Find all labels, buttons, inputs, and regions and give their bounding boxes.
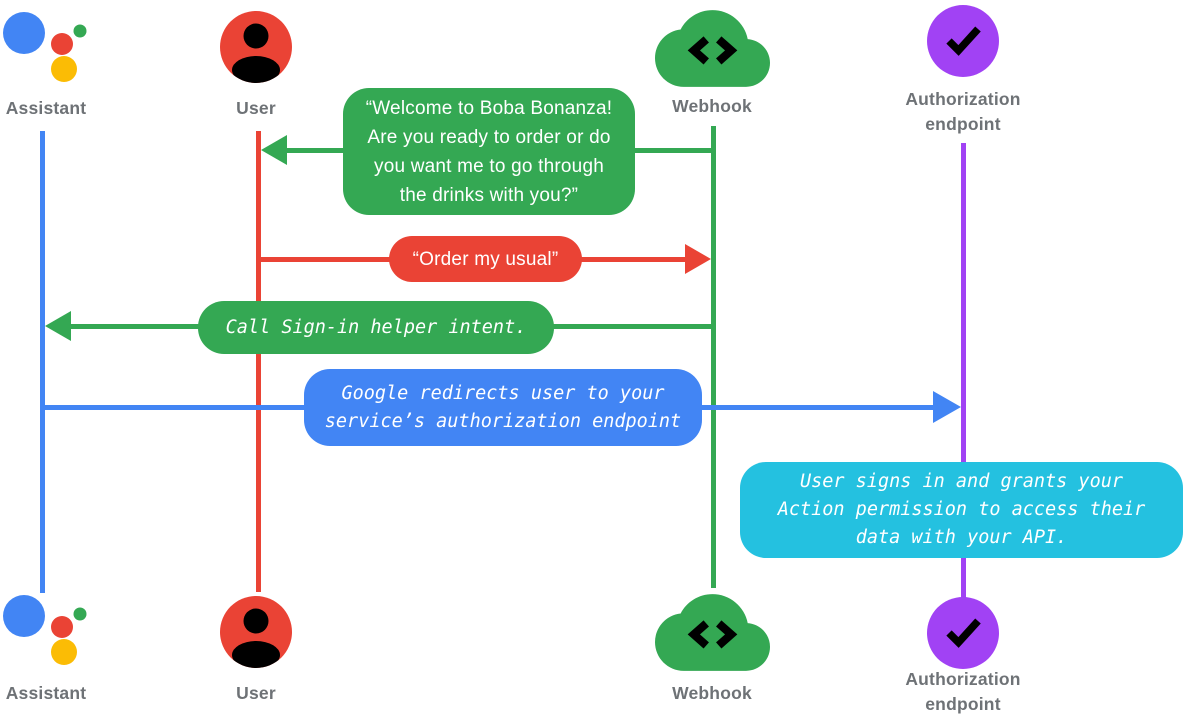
user-lifeline xyxy=(256,131,261,592)
authorization-endpoint-label-top: Authorization endpoint xyxy=(905,89,1021,134)
google-assistant-icon xyxy=(3,12,87,82)
authorization-endpoint-label-bottom: Authorization endpoint xyxy=(905,669,1021,714)
webhook-label-bottom: Webhook xyxy=(672,683,752,703)
arrowhead-left-icon xyxy=(261,135,287,165)
message-bubble-sign-in-helper: Call Sign-in helper intent. xyxy=(198,301,554,354)
user-label-top: User xyxy=(236,98,276,118)
webhook-lifeline xyxy=(711,126,716,588)
assistant-label-top: Assistant xyxy=(5,98,87,118)
arrowhead-right-icon xyxy=(685,244,711,274)
message-bubble-welcome: “Welcome to Boba Bonanza! Are you ready … xyxy=(343,88,635,215)
google-assistant-icon xyxy=(3,595,87,665)
message-bubble-redirect: Google redirects user to your service’s … xyxy=(304,369,702,446)
code-cloud-icon xyxy=(655,594,770,671)
assistant-lifeline xyxy=(40,131,45,593)
code-cloud-icon xyxy=(655,10,770,87)
person-icon xyxy=(220,596,292,668)
assistant-label-bottom: Assistant xyxy=(5,683,87,703)
arrowhead-left-icon xyxy=(45,311,71,341)
checkmark-circle-icon xyxy=(927,597,999,669)
arrowhead-right-icon xyxy=(933,391,961,423)
authorization-endpoint-lifeline xyxy=(961,143,966,606)
user-label-bottom: User xyxy=(236,683,276,703)
webhook-label-top: Webhook xyxy=(672,96,752,116)
checkmark-circle-icon xyxy=(927,5,999,77)
message-bubble-order: “Order my usual” xyxy=(389,236,582,282)
message-bubble-grant: User signs in and grants your Action per… xyxy=(740,462,1183,558)
person-icon xyxy=(220,11,292,83)
